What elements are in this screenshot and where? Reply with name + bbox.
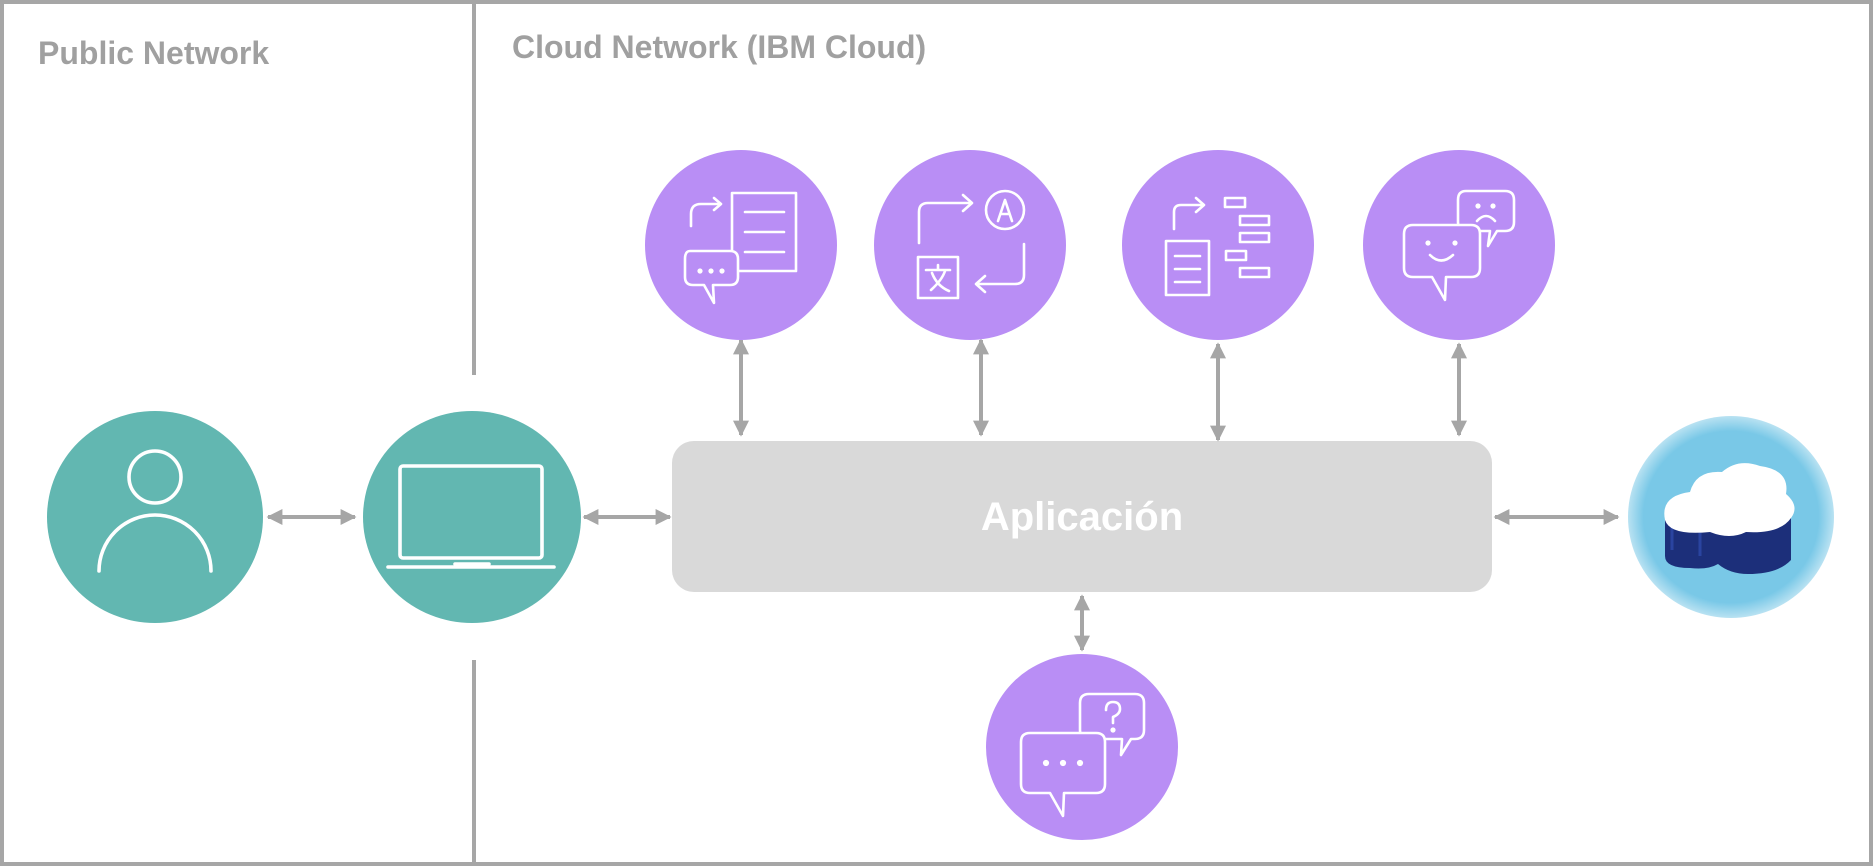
public-network-label: Public Network [38,35,269,71]
cloud-network-label: Cloud Network (IBM Cloud) [512,29,926,65]
language-translator-node [874,150,1066,340]
laptop-node [363,411,581,623]
nlu-node [1122,150,1314,340]
speech-to-text-node [645,150,837,340]
tone-analyzer-icon [1402,189,1516,302]
tone-analyzer-node [1363,150,1555,340]
assistant-chat-icon [1019,692,1146,818]
user-icon [97,449,213,573]
assistant-node [986,654,1178,840]
cloud-database-icon [1664,463,1795,574]
application-label: Aplicación [981,495,1183,539]
application-box [672,441,1492,592]
speech-to-text-icon [683,191,798,305]
natural-language-understanding-icon [1164,196,1271,297]
language-translator-icon [916,189,1026,300]
cloud-storage-node [1628,416,1834,618]
laptop-icon [386,464,556,569]
user-node [47,411,263,623]
